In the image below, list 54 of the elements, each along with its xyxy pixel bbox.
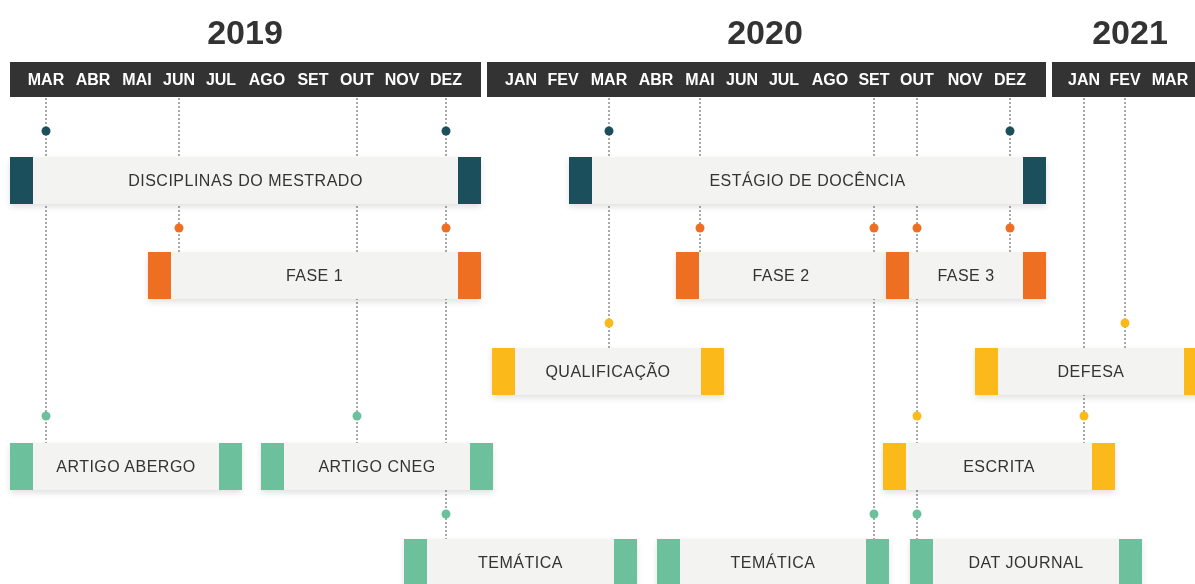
month-label: MAI: [685, 70, 715, 89]
task-label: ESTÁGIO DE DOCÊNCIA: [708, 171, 907, 190]
month-label: NOV: [384, 70, 420, 89]
month-label: JUL: [205, 70, 237, 89]
month-label: AGO: [248, 70, 286, 89]
task-label: ESCRITA: [962, 457, 1036, 476]
month-label: FEV: [1109, 70, 1141, 89]
task-label: FASE 1: [284, 266, 345, 285]
month-label: DEZ: [994, 70, 1026, 89]
task-bar: [10, 157, 481, 204]
month-label: MAR: [590, 70, 628, 89]
task-bar: [886, 252, 1046, 299]
task-bar: [10, 443, 242, 490]
month-label: MAR: [27, 70, 65, 89]
month-label: SET: [297, 70, 329, 89]
year-label: 2019: [207, 12, 283, 52]
task-bar: [569, 157, 1046, 204]
task-bar: [975, 348, 1195, 395]
task-bar: [883, 443, 1115, 490]
month-label: JUL: [768, 70, 800, 89]
task-label: ARTIGO ABERGO: [55, 457, 197, 476]
task-label: TEMÁTICA: [477, 553, 564, 572]
month-label: SET: [858, 70, 890, 89]
task-label: DEFESA: [1056, 362, 1126, 381]
month-label: FEV: [547, 70, 579, 89]
task-label: FASE 3: [936, 266, 996, 285]
month-label: JAN: [505, 70, 537, 89]
task-label: FASE 2: [751, 266, 811, 285]
month-label: JUN: [726, 70, 758, 89]
year-label: 2020: [727, 12, 803, 52]
month-label: ABR: [638, 70, 674, 89]
task-bar: [657, 539, 889, 584]
month-label: NOV: [947, 70, 983, 89]
task-bar: [676, 252, 886, 299]
task-bar: [148, 252, 481, 299]
month-label: JUN: [163, 70, 195, 89]
month-label: MAI: [122, 70, 152, 89]
task-label: QUALIFICAÇÃO: [544, 362, 672, 381]
month-label: OUT: [340, 70, 374, 89]
task-label: DAT JOURNAL: [967, 553, 1085, 572]
task-label: TEMÁTICA: [729, 553, 817, 572]
task-label: DISCIPLINAS DO MESTRADO: [127, 171, 364, 190]
year-label: 2021: [1092, 12, 1168, 52]
task-bar: [261, 443, 493, 490]
task-bar: [910, 539, 1142, 584]
month-label: OUT: [900, 70, 934, 89]
month-label: JAN: [1068, 70, 1100, 89]
month-label: DEZ: [430, 70, 462, 89]
month-label: AGO: [811, 70, 849, 89]
month-label: ABR: [75, 70, 111, 89]
task-bar: [404, 539, 637, 584]
month-label: MAR: [1151, 70, 1189, 89]
task-label: ARTIGO CNEG: [317, 457, 437, 476]
task-bar: [492, 348, 724, 395]
